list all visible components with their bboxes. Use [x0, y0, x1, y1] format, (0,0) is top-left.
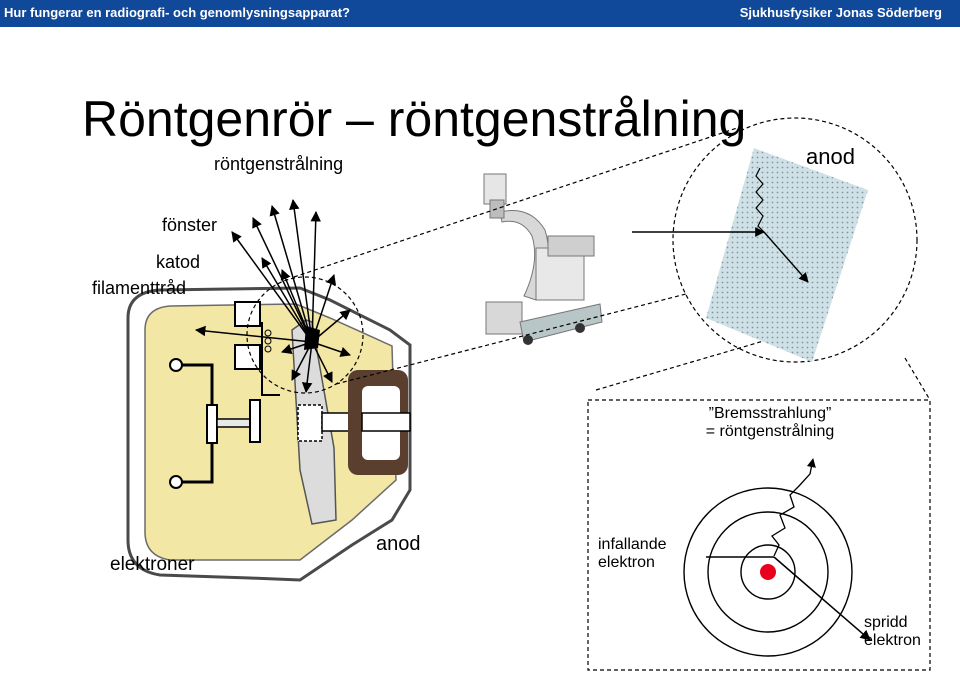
- brems-inset-frame: [587, 399, 931, 671]
- label-scattered-electron: spridd elektron: [864, 614, 921, 649]
- header-bar: Hur fungerar en radiografi- och genomlys…: [0, 0, 960, 27]
- header-right-text: Sjukhusfysiker Jonas Söderberg: [739, 5, 942, 20]
- header-left-text: Hur fungerar en radiografi- och genomlys…: [4, 5, 350, 20]
- page-title: Röntgenrör – röntgenstrålning: [82, 91, 747, 147]
- label-anode-zoom: anod: [806, 144, 855, 169]
- label-cathode: katod: [156, 252, 201, 272]
- label-window: fönster: [162, 215, 218, 235]
- label-incoming-electron: infallande elektron: [598, 536, 667, 571]
- c-arm-device: [483, 173, 603, 345]
- label-electrons: elektroner: [110, 554, 195, 575]
- label-bremsstrahlung: ”Bremsstrahlung” = röntgenstrålning: [705, 405, 835, 440]
- atom-nucleus: [760, 564, 776, 580]
- zoom-indicators: [246, 117, 931, 401]
- cathode-assembly: [169, 301, 280, 489]
- anode-assembly: [291, 319, 411, 525]
- focal-spot: [304, 326, 320, 350]
- label-anode-tube: anod: [376, 533, 421, 555]
- xray-rays: [194, 198, 351, 394]
- anode-zoom-slab: [632, 148, 868, 362]
- label-xray: röntgenstrålning: [214, 154, 344, 174]
- label-filament: filamenttråd: [92, 278, 187, 298]
- atom-diagram: [683, 458, 871, 657]
